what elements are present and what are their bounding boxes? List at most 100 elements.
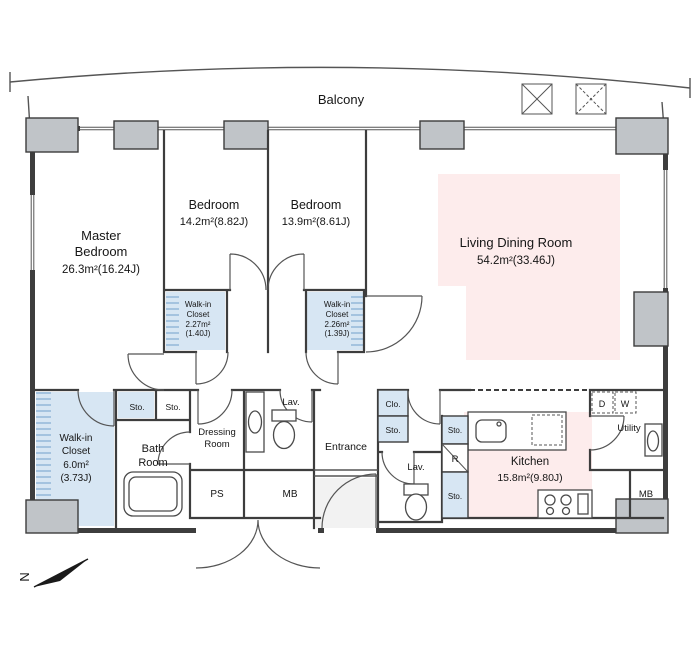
- walk-in-closet-1-area: (1.40J): [186, 329, 211, 338]
- door-arc-walk-in-closet-1: [195, 351, 229, 385]
- column: [419, 120, 465, 150]
- walk-in-closet-3-rail: [36, 392, 51, 526]
- door-arc-meter-box-double: [195, 519, 321, 569]
- window-bedroom-3-living: [268, 126, 420, 131]
- fixtures: [123, 391, 663, 521]
- walk-in-closet-2-area: 2.26m²: [325, 320, 350, 329]
- room-labels: Master Bedroom 26.3m²(16.24J) Bedroom 14…: [60, 198, 654, 501]
- door-arc-bath: [157, 431, 191, 465]
- door-arc-walk-in-closet-2: [305, 351, 339, 385]
- compass-icon: N: [17, 558, 89, 588]
- columns: [25, 117, 669, 534]
- door-arc-bedroom-3: [267, 253, 305, 291]
- pipe-space-label: PS: [210, 489, 224, 500]
- dryer-space-dashed: [591, 391, 614, 414]
- balcony: Balcony: [9, 66, 691, 129]
- column: [223, 120, 269, 150]
- entrance-step-lines: [314, 469, 378, 477]
- bedroom-2-label: Bedroom: [189, 198, 240, 212]
- door-arc-master: [127, 353, 165, 391]
- door-arc-hall-kitchen: [407, 389, 441, 425]
- storage-box: [441, 471, 469, 519]
- column: [615, 117, 669, 155]
- bathtub-icon: [123, 471, 183, 517]
- vanity-sink-icon: [245, 391, 265, 453]
- door-arc-entrance: [321, 473, 377, 529]
- kitchen-label: Kitchen: [511, 456, 549, 468]
- compass-north-letter: N: [17, 572, 32, 581]
- bath-label: Bath: [142, 443, 165, 455]
- entrance-label: Entrance: [325, 441, 367, 453]
- windows: [30, 126, 668, 288]
- walk-in-closet-2-label: Walk-in: [324, 300, 350, 309]
- storage-4-label: Sto.: [448, 426, 462, 435]
- column: [633, 291, 669, 347]
- window-master-side: [30, 195, 35, 270]
- storage-3-label: Sto.: [385, 425, 400, 435]
- walk-in-closet-1-rail: [166, 292, 179, 350]
- door-arc-dressing: [197, 389, 233, 425]
- dryer-label: D: [599, 399, 606, 409]
- refrigerator-space-diagonal: [441, 443, 469, 473]
- column: [25, 117, 79, 153]
- toilet-icon: [403, 483, 429, 521]
- walk-in-closet-3-area: 6.0m²: [63, 460, 89, 471]
- walk-in-closet-1-area: 2.27m²: [186, 320, 211, 329]
- column: [25, 499, 79, 534]
- door-arc-utility: [589, 415, 625, 451]
- range-hood-dashed: [531, 414, 563, 446]
- walk-in-closet-2-area: (1.39J): [325, 329, 350, 338]
- column: [615, 498, 669, 534]
- outer-wall-bottom-mid: [318, 528, 324, 533]
- lavatory-2-label: Lav.: [407, 462, 424, 473]
- door-arc-walk-in-closet-3: [77, 389, 115, 427]
- storage-1-fill: [118, 392, 154, 418]
- dressing-label: Dressing: [198, 427, 236, 438]
- walk-in-closet-2-label: Closet: [326, 310, 349, 319]
- refrigerator-label: R: [452, 454, 459, 465]
- door-arc-living-dining: [365, 295, 423, 353]
- outer-wall-left: [30, 126, 35, 533]
- bath-label: Room: [138, 457, 167, 469]
- storage-5-label: Sto.: [448, 492, 462, 501]
- walk-in-closet-3-label: Closet: [62, 446, 91, 457]
- column: [113, 120, 159, 150]
- meter-box-1-label: MB: [283, 489, 298, 500]
- window-living-dining: [464, 126, 616, 131]
- bedroom-3-label: Bedroom: [291, 198, 342, 212]
- walk-in-closet-1-label: Closet: [187, 310, 210, 319]
- washer-space-dashed: [614, 391, 637, 414]
- doors: [77, 253, 625, 569]
- closet-label: Clo.: [385, 399, 400, 409]
- outer-wall-bottom-right: [376, 528, 668, 533]
- window-living-side: [663, 170, 668, 288]
- window-master: [80, 126, 114, 131]
- balcony-edge-curve: [9, 66, 691, 89]
- utility-label: Utility: [617, 423, 640, 434]
- master-bedroom-area: 26.3m²(16.24J): [62, 264, 140, 276]
- utility-sink-icon: [644, 423, 663, 457]
- window-bedroom-2: [158, 126, 224, 131]
- meter-box-2-label: MB: [639, 489, 653, 500]
- bedroom-2-area: 14.2m²(8.82J): [180, 216, 248, 228]
- storage-1-label: Sto.: [129, 402, 144, 412]
- outer-wall-bottom-left: [30, 528, 196, 533]
- walk-in-closet-3-label: Walk-in: [60, 433, 93, 444]
- interior-walls: [33, 129, 665, 530]
- washer-label: W: [621, 399, 630, 409]
- balcony-label: Balcony: [318, 92, 365, 107]
- dressing-label: Room: [204, 439, 229, 450]
- toilet-icon: [271, 409, 297, 450]
- balcony-hatch-box-icon: [521, 83, 553, 115]
- stove-icon: [537, 489, 593, 519]
- walk-in-closet-1-label: Walk-in: [185, 300, 211, 309]
- kitchen-area: 15.8m²(9.80J): [497, 472, 562, 484]
- living-dining-label: Living Dining Room: [460, 235, 573, 250]
- lavatory-1-label: Lav.: [282, 397, 299, 408]
- storage-box: [441, 415, 469, 445]
- master-bedroom-label: Master: [81, 228, 121, 243]
- master-bedroom-label: Bedroom: [75, 244, 128, 259]
- balcony-hatch-box-dashed-icon: [575, 83, 607, 115]
